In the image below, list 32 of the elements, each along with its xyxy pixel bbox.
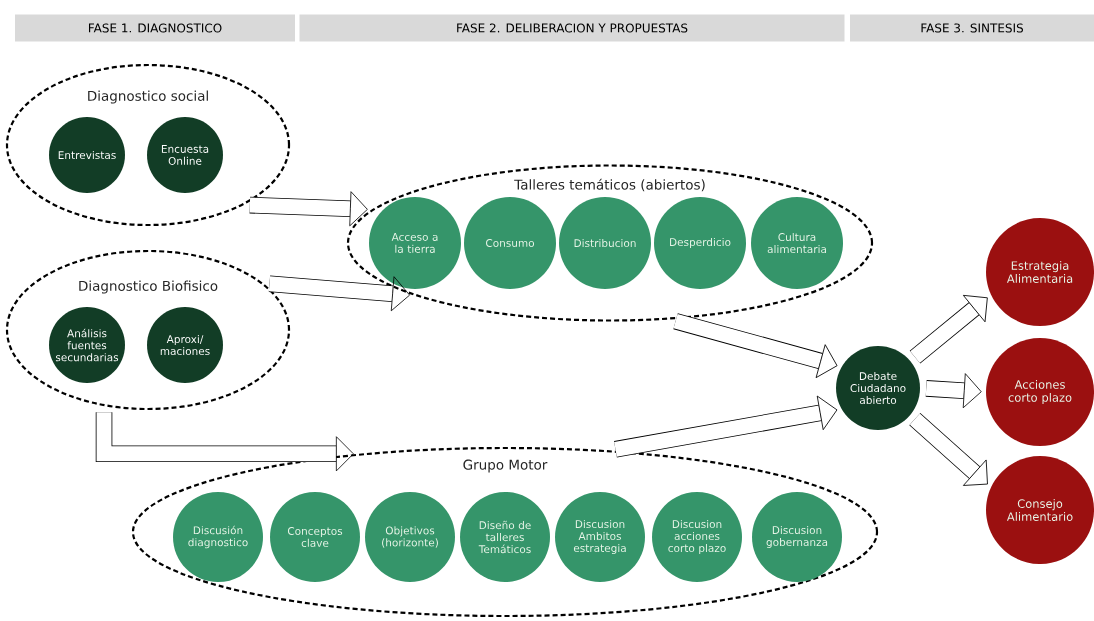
group-title: Talleres temáticos (abiertos) — [514, 178, 705, 192]
block-arrow — [925, 373, 982, 409]
circle-node: Desperdicio — [654, 197, 746, 289]
circle-node: Discusion acciones corto plazo — [652, 492, 742, 582]
block-arrow — [673, 313, 838, 379]
circle-node: Discusión diagnostico — [173, 492, 263, 582]
circle-node: Distribucion — [559, 197, 651, 289]
group-title: Grupo Motor — [463, 459, 548, 473]
circle-node: Cultura alimentaria — [751, 197, 843, 289]
circle-node: Entrevistas — [49, 117, 125, 193]
block-arrow — [268, 275, 410, 312]
phase-header: FASE 2. DELIBERACION Y PROPUESTAS — [299, 14, 845, 42]
circle-node: Encuesta Online — [147, 117, 223, 193]
block-arrow — [249, 191, 368, 227]
phase-header: FASE 3. SINTESIS — [850, 14, 1094, 42]
block-arrow — [95, 412, 354, 472]
group-title: Diagnostico Biofisico — [79, 280, 218, 294]
circle-node: Consumo — [464, 197, 556, 289]
block-arrow — [909, 294, 988, 364]
circle-node: Objetivos (horizonte) — [365, 492, 455, 582]
block-arrow — [909, 412, 988, 486]
circle-node: Conceptos clave — [270, 492, 360, 582]
circle-node: Discusion Ambitos estrategia — [555, 492, 645, 582]
circle-node: Diseño de talleres Temáticos — [460, 492, 550, 582]
circle-node: Debate Ciudadano abierto — [836, 346, 920, 430]
circle-node: Acceso a la tierra — [369, 197, 461, 289]
circle-node: Discusion gobernanza — [752, 492, 842, 582]
circle-node: Análisis fuentes secundarias — [49, 307, 125, 383]
phase-header: FASE 1. DIAGNOSTICO — [15, 14, 295, 42]
block-arrow — [614, 395, 838, 458]
circle-node: Aproxi/ maciones — [147, 307, 223, 383]
group-title: Diagnostico social — [88, 90, 208, 104]
